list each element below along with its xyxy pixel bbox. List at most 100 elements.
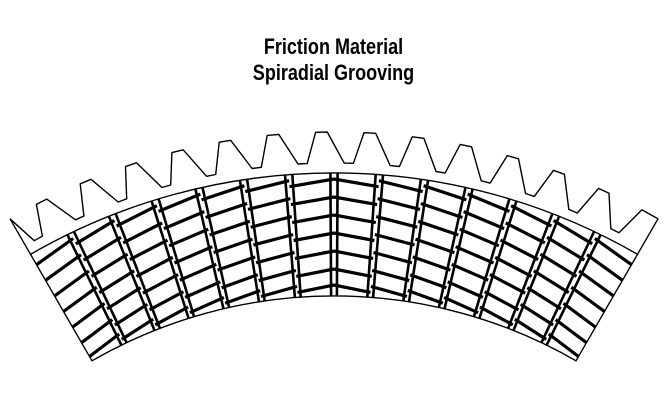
circumferential-groove [163,210,205,231]
circumferential-grooves [35,177,633,358]
circumferential-groove [184,280,221,299]
circumferential-groove [455,245,495,265]
circumferential-groove [459,227,500,248]
circumferential-groove [374,232,416,247]
circumferential-groove [44,253,82,282]
circumferential-groove [552,219,594,246]
circumferential-groove [168,227,209,248]
gear-teeth [9,131,659,255]
circumferential-groove [443,295,479,315]
circumferential-groove [375,215,418,229]
circumferential-groove [499,238,539,262]
circumferential-groove [479,305,514,327]
circumferential-groove [213,237,254,255]
circumferential-groove [562,302,597,329]
circumferential-groove [333,177,379,189]
circumferential-groove [373,250,413,265]
circumferential-groove [513,317,548,341]
circumferential-groove [554,318,588,344]
circumferential-groove [114,302,149,327]
circumferential-groove [154,305,189,327]
diagram-title: Friction Material Spiradial Grooving [60,34,607,86]
circumferential-groove [547,332,580,358]
circumferential-groove [115,204,158,228]
circumferential-groove [412,255,451,272]
circumferential-groove [205,201,248,220]
circumferential-groove [106,286,142,311]
circumferential-groove [88,332,121,358]
circumferential-groove [157,192,201,213]
circumferential-groove [510,204,553,228]
circumferential-groove [414,237,455,255]
circumferential-groove [224,288,261,305]
band-outline [29,172,639,362]
circumferential-groove [148,290,185,312]
circumferential-groove [447,280,484,299]
circumferential-groove [494,255,533,278]
circumferential-groove [295,267,335,278]
circumferential-groove [526,286,562,311]
circumferential-groove [291,213,335,225]
circumferential-groove [532,269,570,294]
circumferential-groove [463,210,505,231]
circumferential-groove [244,179,290,194]
circumferential-groove [122,221,163,245]
circumferential-groove [333,283,371,294]
circumferential-groove [82,235,122,262]
circumferential-groove [179,262,217,282]
circumferential-groove [333,267,373,278]
circumferential-groove [120,317,155,341]
circumferential-groove [247,197,291,211]
circumferential-groove [519,302,554,327]
circumferential-groove [294,249,335,261]
circumferential-groove [289,177,335,189]
circumferential-groove [80,318,114,344]
title-line-2: Spiradial Grooving [252,60,415,85]
circumferential-groove [221,273,259,290]
circumferential-groove [201,184,245,202]
circumferential-groove [371,268,410,283]
circumferential-groove [297,283,335,294]
circumferential-groove [258,268,297,283]
circumferential-groove [209,219,251,237]
circumferential-groove [546,235,586,262]
circumferential-groove [98,269,136,294]
title-line-1: Friction Material [263,34,404,59]
circumferential-groove [593,237,633,267]
circumferential-groove [409,273,447,290]
circumferential-groove [135,255,174,278]
circumferential-groove [62,285,98,313]
teeth-left-edge [9,218,32,255]
circumferential-groove [293,231,335,243]
circumferential-groove [483,290,520,312]
circumferential-groove [252,232,294,247]
circumferential-groove [407,288,444,305]
circumferential-groove [35,237,75,267]
circumferential-groove [173,245,213,265]
circumferential-groove [505,221,546,245]
circumferential-groove [417,219,459,237]
circumferential-groove [290,195,335,207]
circumferential-groove [370,284,408,299]
circumferential-groove [90,252,129,278]
circumferential-groove [423,184,467,202]
circumferential-groove [451,262,489,282]
circumferential-groove [53,269,90,298]
circumferential-groove [74,219,116,246]
circumferential-groove [586,253,624,282]
circumferential-groove [129,238,169,262]
circumferential-groove [420,201,463,220]
circumferential-groove [539,252,578,278]
circumferential-groove [377,197,421,211]
circumferential-groove [378,179,424,194]
friction-material-band [29,172,639,362]
circumferential-groove [255,250,295,265]
circumferential-groove [467,192,511,213]
circumferential-groove [189,295,225,315]
circumferential-groove [489,273,526,295]
circumferential-groove [570,285,606,313]
circumferential-groove [333,249,374,261]
circumferential-groove [333,213,377,225]
circumferential-groove [333,195,378,207]
